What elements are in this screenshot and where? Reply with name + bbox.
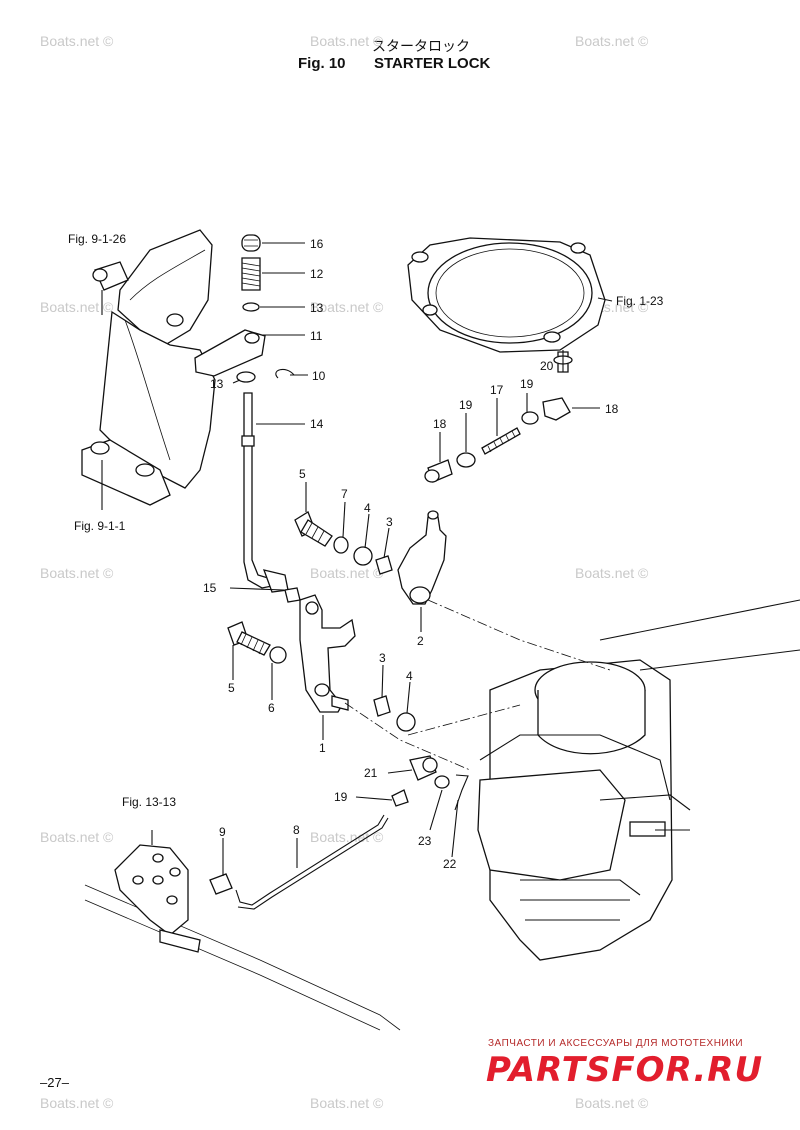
ref-fig-9-1-1: Fig. 9-1-1 bbox=[74, 519, 126, 533]
bracket-plate-drawing bbox=[84, 830, 401, 1031]
brand-logo: PARTSFOR.RU bbox=[486, 1050, 764, 1090]
callout-20: 20 bbox=[540, 359, 554, 373]
callout-15: 15 bbox=[203, 581, 217, 595]
watermark: Boats.net © bbox=[40, 299, 114, 315]
link-end-parts bbox=[391, 755, 469, 811]
rod-8-drawing bbox=[209, 814, 389, 910]
leader-lines bbox=[222, 242, 600, 876]
callout-19: 19 bbox=[520, 377, 534, 391]
callout-2: 2 bbox=[417, 634, 424, 648]
bolt-washer-set-upper bbox=[294, 511, 393, 575]
watermark: Boats.net © bbox=[310, 299, 384, 315]
callout-13: 13 bbox=[310, 301, 324, 315]
callout-12: 12 bbox=[310, 267, 324, 281]
callout-6: 6 bbox=[268, 701, 275, 715]
watermark: Boats.net © bbox=[575, 33, 649, 49]
watermark: Boats.net © bbox=[40, 33, 114, 49]
watermark: Boats.net © bbox=[310, 33, 384, 49]
callout-4: 4 bbox=[364, 501, 371, 515]
callout-17: 17 bbox=[490, 383, 504, 397]
callout-numbers: 16 12 13 11 10 13 14 20 19 17 19 18 18 5… bbox=[203, 237, 619, 871]
callout-13: 13 bbox=[210, 377, 224, 391]
ref-fig-13-13: Fig. 13-13 bbox=[122, 795, 176, 809]
figure-title: STARTER LOCK bbox=[374, 55, 491, 72]
figure-references: Fig. 9-1-26 Fig. 9-1-1 Fig. 1-23 Fig. 13… bbox=[68, 232, 664, 809]
watermark: Boats.net © bbox=[575, 565, 649, 581]
callout-10: 10 bbox=[312, 369, 326, 383]
callout-18: 18 bbox=[433, 417, 447, 431]
callout-4: 4 bbox=[406, 669, 413, 683]
figure-label: Fig. 10 bbox=[298, 55, 346, 72]
callout-8: 8 bbox=[293, 823, 300, 837]
page-number: –27– bbox=[40, 1075, 69, 1090]
watermark: Boats.net © bbox=[575, 1095, 649, 1111]
callout-18: 18 bbox=[605, 402, 619, 416]
dash-link-lines bbox=[344, 599, 611, 771]
bolt-washer-set-lower bbox=[227, 621, 416, 732]
lever-1-drawing bbox=[299, 594, 356, 713]
watermark: Boats.net © bbox=[310, 829, 384, 845]
watermark: Boats.net © bbox=[40, 565, 114, 581]
lever-2-drawing bbox=[397, 510, 447, 605]
watermark: Boats.net © bbox=[40, 829, 114, 845]
callout-23: 23 bbox=[418, 834, 432, 848]
callout-5: 5 bbox=[299, 467, 306, 481]
brand-subtitle: ЗАПЧАСТИ И АКСЕССУАРЫ ДЛЯ МОТОТЕХНИКИ bbox=[488, 1038, 744, 1049]
watermark: Boats.net © bbox=[310, 1095, 384, 1111]
stop-rod-stack bbox=[194, 234, 301, 603]
ref-fig-1-23: Fig. 1-23 bbox=[616, 294, 664, 308]
callout-11: 11 bbox=[310, 329, 323, 343]
callout-19: 19 bbox=[334, 790, 348, 804]
title-japanese: スタータロック bbox=[372, 38, 470, 54]
callout-1: 1 bbox=[319, 741, 326, 755]
callout-19: 19 bbox=[459, 398, 473, 412]
callout-3: 3 bbox=[379, 651, 386, 665]
callout-22: 22 bbox=[443, 857, 457, 871]
callout-3: 3 bbox=[386, 515, 393, 529]
ref-fig-9-1-26: Fig. 9-1-26 bbox=[68, 232, 126, 246]
mount-bracket-drawing bbox=[81, 229, 216, 510]
callout-21: 21 bbox=[364, 766, 378, 780]
starter-ring-drawing bbox=[407, 237, 613, 353]
callout-5: 5 bbox=[228, 681, 235, 695]
watermark: Boats.net © bbox=[40, 1095, 114, 1111]
callout-14: 14 bbox=[310, 417, 324, 431]
engine-block-drawing bbox=[477, 599, 800, 961]
link-rod-parts bbox=[424, 351, 573, 483]
callout-7: 7 bbox=[341, 487, 348, 501]
watermark: Boats.net © bbox=[310, 565, 384, 581]
callout-9: 9 bbox=[219, 825, 226, 839]
callout-16: 16 bbox=[310, 237, 324, 251]
